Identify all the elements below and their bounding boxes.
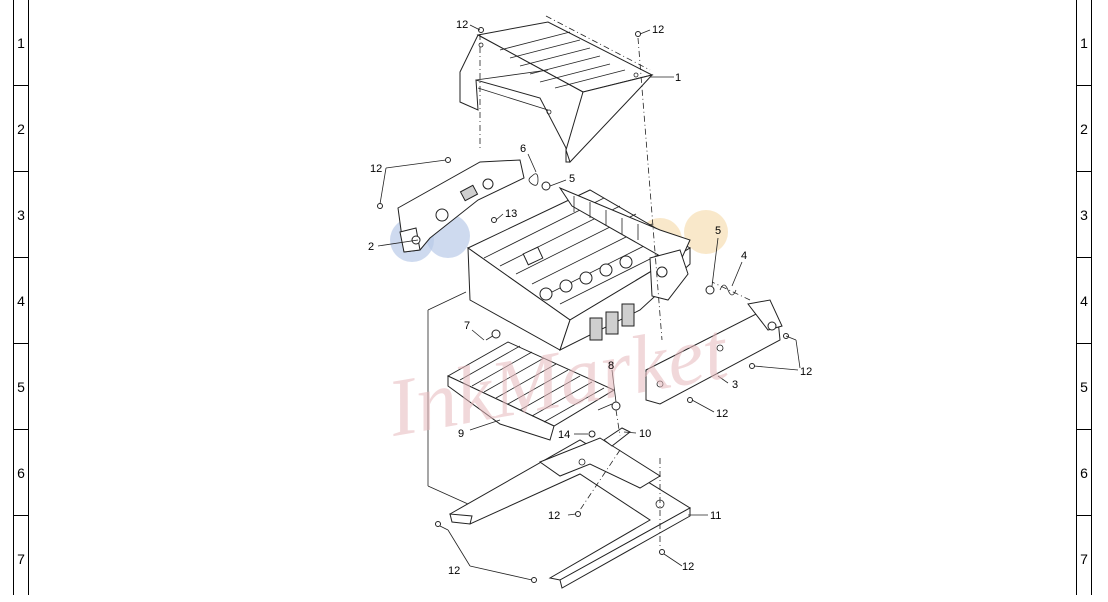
assembly-guide-lines xyxy=(427,15,751,548)
callout-13: 13 xyxy=(505,208,517,220)
grid-row-label: 4 xyxy=(1077,258,1091,344)
grid-row-label: 2 xyxy=(14,86,28,172)
callout-12: 12 xyxy=(682,561,694,573)
grid-row-label: 1 xyxy=(14,0,28,86)
grid-row-label: 2 xyxy=(1077,86,1091,172)
grid-row-label: 3 xyxy=(1077,172,1091,258)
callout-4: 4 xyxy=(741,250,747,262)
grid-row-label: 5 xyxy=(1077,344,1091,430)
callout-12: 12 xyxy=(448,565,460,577)
callout-14: 14 xyxy=(558,429,570,441)
grid-row-label: 3 xyxy=(14,172,28,258)
callout-12: 12 xyxy=(800,366,812,378)
top-cover xyxy=(459,21,654,163)
callout-9: 9 xyxy=(458,428,464,440)
callout-12: 12 xyxy=(652,24,664,36)
grid-row-label: 4 xyxy=(14,258,28,344)
callout-leaders xyxy=(377,24,801,581)
small-parts xyxy=(485,173,737,447)
callout-12: 12 xyxy=(716,408,728,420)
callout-11: 11 xyxy=(710,510,721,522)
left-side-plate xyxy=(397,159,525,253)
grid-row-label: 6 xyxy=(1077,430,1091,516)
callout-6: 6 xyxy=(520,143,526,155)
callout-12: 12 xyxy=(548,510,560,522)
grid-row-label: 7 xyxy=(1080,551,1088,567)
callout-1: 1 xyxy=(675,72,681,84)
right-side-plate xyxy=(645,299,783,405)
grid-row-label: 5 xyxy=(14,344,28,430)
grid-row-label: 6 xyxy=(14,430,28,516)
bottom-base-frame xyxy=(448,437,691,589)
grid-row-label: 1 xyxy=(1077,0,1091,86)
callout-10: 10 xyxy=(639,428,651,440)
callout-5: 5 xyxy=(715,225,721,237)
callout-12: 12 xyxy=(370,163,382,175)
callout-3: 3 xyxy=(732,379,738,391)
grid-row-label: 7 xyxy=(17,551,25,567)
callout-12: 12 xyxy=(456,19,468,31)
grid-ruler-left: 1 2 3 4 5 6 7 xyxy=(13,0,29,595)
callout-8: 8 xyxy=(608,360,614,372)
paper-guide-tray xyxy=(446,341,616,441)
callout-2: 2 xyxy=(368,241,374,253)
callout-labels: 12 12 1 12 6 5 13 2 5 4 7 8 12 3 12 9 14… xyxy=(368,19,812,577)
callout-7: 7 xyxy=(464,320,470,332)
main-frame-assembly xyxy=(467,186,691,351)
callout-5: 5 xyxy=(569,173,575,185)
grid-ruler-right: 1 2 3 4 5 6 7 xyxy=(1076,0,1092,595)
